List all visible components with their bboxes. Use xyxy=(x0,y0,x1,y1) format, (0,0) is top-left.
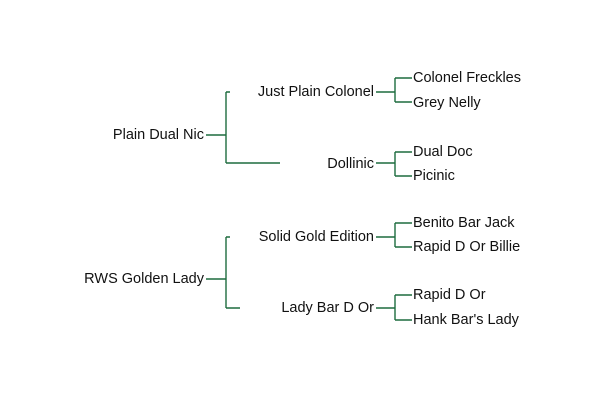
grandparent-colonel-freckles: Colonel Freckles xyxy=(413,69,583,87)
subject-plain-dual-nic: Plain Dual Nic xyxy=(60,126,204,144)
grandparent-grey-nelly: Grey Nelly xyxy=(413,94,583,112)
parent-solid-gold-edition: Solid Gold Edition xyxy=(230,228,374,246)
grandparent-picinic: Picinic xyxy=(413,167,583,185)
grandparent-dual-doc: Dual Doc xyxy=(413,143,583,161)
grandparent-rapid-d-or: Rapid D Or xyxy=(413,286,583,304)
grandparent-hank-bars-lady: Hank Bar's Lady xyxy=(413,311,583,329)
grandparent-benito-bar-jack: Benito Bar Jack xyxy=(413,214,583,232)
parent-lady-bar-d-or: Lady Bar D Or xyxy=(240,299,374,317)
grandparent-rapid-d-or-billie: Rapid D Or Billie xyxy=(413,238,583,256)
parent-dollinic: Dollinic xyxy=(280,155,374,173)
parent-just-plain-colonel: Just Plain Colonel xyxy=(230,83,374,101)
subject-rws-golden-lady: RWS Golden Lady xyxy=(40,270,204,288)
